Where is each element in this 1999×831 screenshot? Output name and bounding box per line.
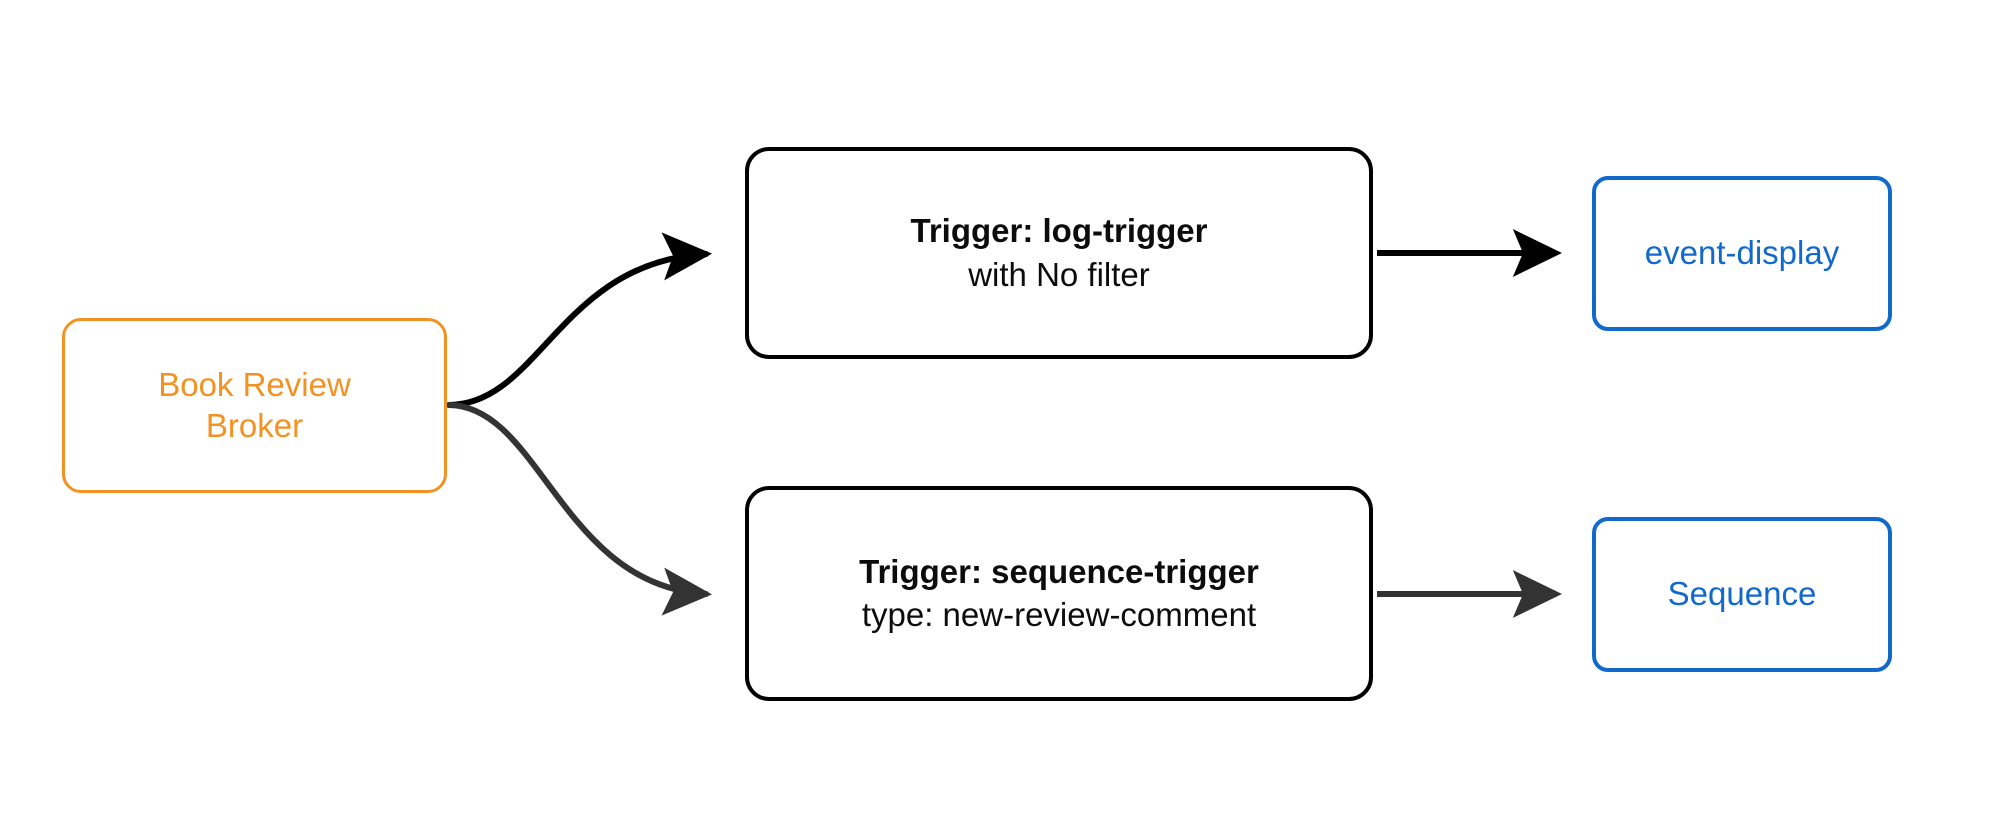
node-sequence[interactable]: Sequence [1592, 517, 1892, 672]
sequence-trigger-title: Trigger: sequence-trigger [859, 552, 1259, 590]
sequence-trigger-subtitle: type: new-review-comment [861, 596, 1257, 633]
node-book-review-broker[interactable]: Book Review Broker [62, 318, 447, 493]
node-log-trigger[interactable]: Trigger: log-trigger with No filter [745, 147, 1373, 359]
broker-label-line-2: Broker [205, 406, 304, 444]
log-trigger-title: Trigger: log-trigger [910, 212, 1208, 250]
node-event-display[interactable]: event-display [1592, 176, 1892, 331]
node-sequence-trigger[interactable]: Trigger: sequence-trigger type: new-revi… [745, 486, 1373, 701]
edge-broker-to-sequence-trigger [446, 402, 712, 616]
log-trigger-subtitle: with No filter [968, 255, 1150, 293]
event-display-label: event-display [1644, 234, 1840, 272]
edge-broker-to-log-trigger [446, 232, 712, 408]
sequence-label: Sequence [1667, 575, 1817, 613]
broker-label-line-1: Book Review [158, 366, 351, 404]
